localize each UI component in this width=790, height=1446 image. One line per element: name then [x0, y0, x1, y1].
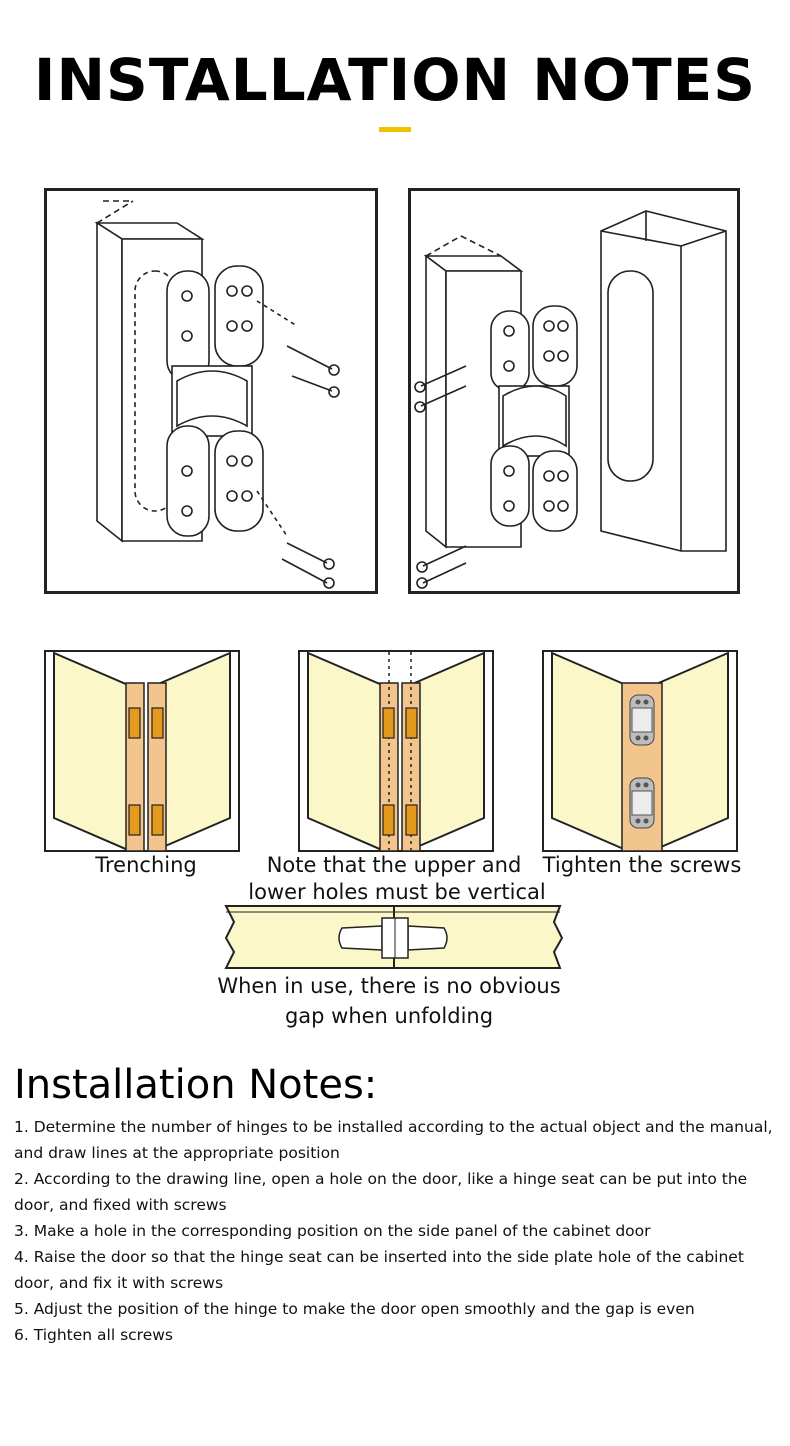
step-tighten-illustration: [542, 650, 738, 852]
caption-vertical-holes-line2: lower holes must be vertical: [248, 880, 546, 904]
title-accent-bar: [379, 127, 411, 132]
note-item-6: 6. Tighten all screws: [14, 1326, 173, 1344]
page-title: INSTALLATION NOTES: [33, 46, 757, 114]
step-trenching-illustration: [44, 650, 240, 852]
caption-tighten: Tighten the screws: [542, 853, 742, 877]
diagram-cabinet-hinge: [408, 188, 740, 594]
note-item-3: 3. Make a hole in the corresponding posi…: [14, 1222, 651, 1240]
caption-unfold-line2: gap when unfolding: [284, 1004, 494, 1028]
caption-vertical-holes-line1: Note that the upper and: [266, 853, 522, 877]
notes-list: 1. Determine the number of hinges to be …: [14, 1114, 776, 1348]
notes-heading: Installation Notes:: [14, 1062, 378, 1108]
note-item-1: 1. Determine the number of hinges to be …: [14, 1118, 773, 1162]
unfold-illustration: [222, 904, 566, 972]
caption-unfold-line1: When in use, there is no obvious: [217, 974, 561, 998]
note-item-4: 4. Raise the door so that the hinge seat…: [14, 1248, 744, 1292]
note-item-2: 2. According to the drawing line, open a…: [14, 1170, 748, 1214]
step-vertical-holes-illustration: [298, 650, 494, 852]
note-item-5: 5. Adjust the position of the hinge to m…: [14, 1300, 695, 1318]
caption-trenching: Trenching: [95, 853, 197, 877]
diagram-door-hinge: [44, 188, 378, 594]
